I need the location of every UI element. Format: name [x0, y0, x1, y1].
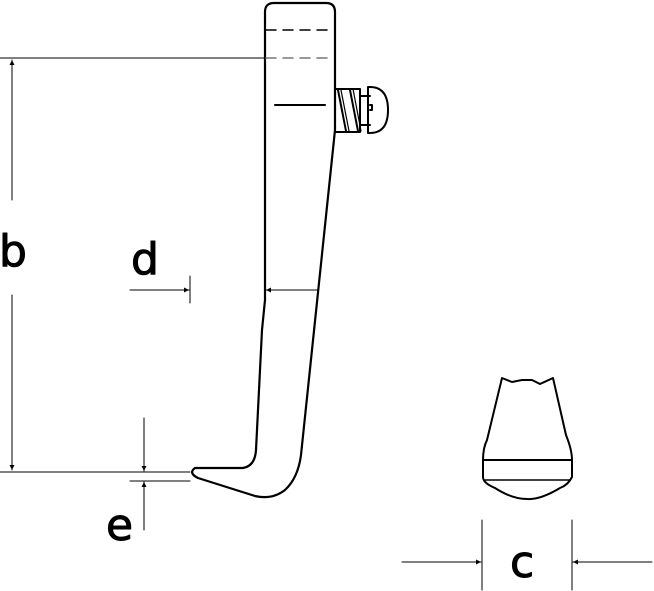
- screw-icon: [335, 86, 389, 134]
- dimension-c: [401, 519, 653, 591]
- label-d: d: [131, 234, 159, 285]
- label-b: b: [0, 226, 27, 277]
- dimension-e: [129, 417, 191, 531]
- label-e: e: [106, 500, 133, 551]
- jaw-cross-section: [482, 377, 573, 501]
- dimension-b: [0, 57, 266, 473]
- jaw-body-outline: [191, 1, 337, 499]
- dimension-d: [129, 275, 319, 304]
- label-c: c: [510, 537, 534, 588]
